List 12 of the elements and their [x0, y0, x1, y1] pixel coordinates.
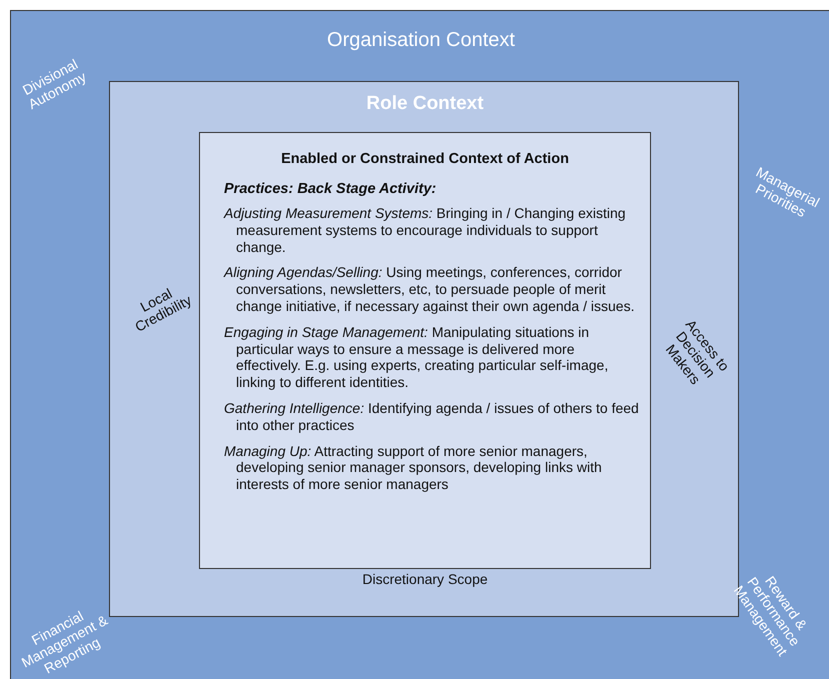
- practice-description: Aligning Agendas/Selling: Using meetings, conferences, corridor conversations, newsletters, etc, to persuade people of merit change initiative, if necessary against their own agenda / issues.: [224, 264, 636, 315]
- practice-description: Engaging in Stage Management: Manipulating situations in particular ways to ensure a message is delivered more effectively. E.g. using experts, creating particular self-image, linking to different identities.: [224, 324, 610, 391]
- section-heading: Practices: Back Stage Activity:: [224, 181, 436, 197]
- frame-title: Role Context: [365, 94, 485, 115]
- panel-heading: Enabled or Constrained Context of Action: [280, 151, 570, 167]
- practice-description: Adjusting Measurement Systems: Bringing in / Changing existing measurement systems to encourage individuals to support change.: [224, 205, 627, 256]
- practice-description: Gathering Intelligence: Identifying agenda / issues of others to feed into other practices: [224, 400, 640, 434]
- context-frame: [10, 10, 829, 679]
- practices-panel: [199, 132, 651, 569]
- practice-description: Managing Up: Attracting support of more senior managers, developing senior manager sponsors, developing links with interests of more senior managers: [224, 442, 603, 493]
- frame-label: Discretionary Scope: [361, 572, 489, 588]
- frame-title: Organisation Context: [326, 29, 516, 51]
